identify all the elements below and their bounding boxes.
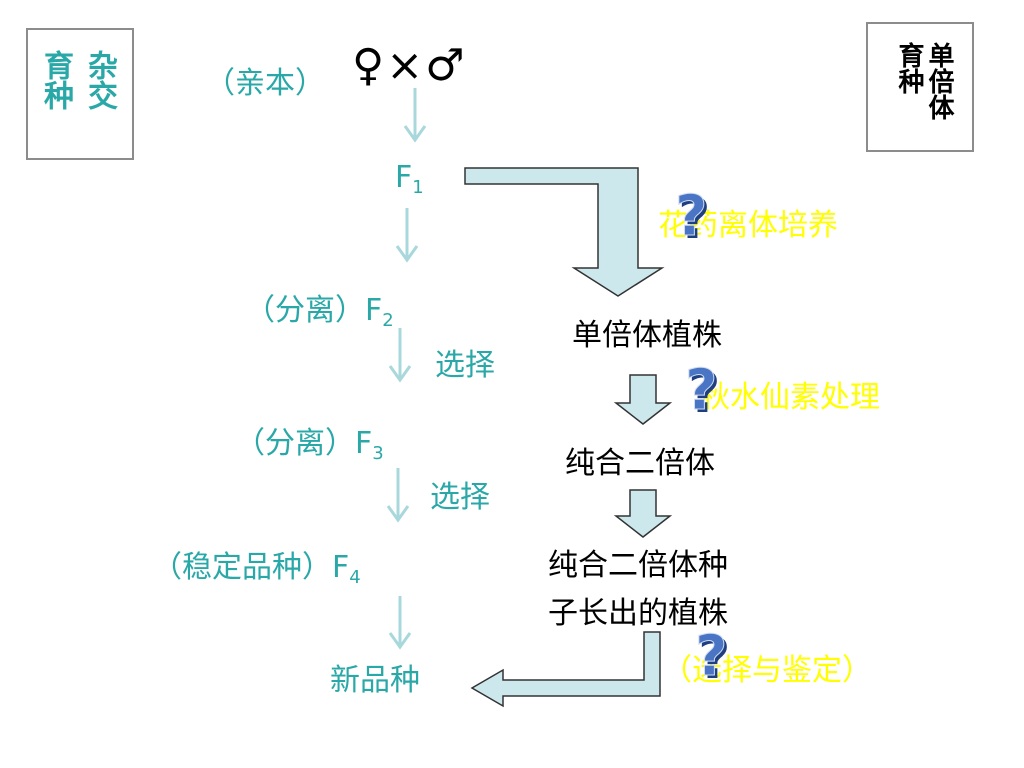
- f2-prefix: （分离）: [245, 293, 365, 328]
- svg-text:?: ?: [675, 188, 707, 244]
- f3-prefix: （分离）: [235, 426, 355, 461]
- block-arrow-haploid-to-diploid: [613, 374, 673, 425]
- thin-arrow-f1-to-f2: [395, 208, 419, 263]
- bent-arrow-seed-to-new-variety: [470, 631, 661, 708]
- cross-breeding-label-b: 杂交: [82, 50, 117, 110]
- haploid-breeding-box: 单倍体 育种: [866, 22, 974, 152]
- parent-label: （亲本）: [205, 66, 325, 101]
- pure-diploid-label: 纯合二倍体: [565, 446, 715, 481]
- haploid-breeding-col-right: 单倍体: [924, 42, 958, 127]
- parent-cross-symbols: ♀×♂: [352, 40, 467, 91]
- f4-subscript: 4: [349, 567, 361, 588]
- thin-arrow-f3-to-f4: [386, 468, 410, 523]
- haploid-plant-label: 单倍体植株: [572, 318, 722, 353]
- f4-letter: F: [332, 550, 350, 585]
- svg-text:?: ?: [698, 628, 730, 684]
- haploid-breeding-col-left: 育种: [880, 42, 924, 115]
- thin-arrow-f2-to-f3: [388, 328, 412, 383]
- f1-letter: F: [395, 160, 413, 195]
- f4-prefix: （稳定品种）: [152, 550, 332, 585]
- haploid-breeding-label-a: 育种: [894, 42, 924, 94]
- svg-text:?: ?: [678, 188, 710, 244]
- generation-f4: （稳定品种）F4: [152, 542, 361, 588]
- question-mark-icon-2: ? ?: [685, 362, 721, 418]
- svg-text:?: ?: [688, 362, 720, 418]
- f2-subscript: 2: [382, 310, 394, 331]
- f3-letter: F: [355, 426, 373, 461]
- block-arrow-diploid-to-seed: [613, 489, 673, 538]
- select-identify-label: （选择与鉴定）: [662, 653, 872, 688]
- cross-breeding-label-a: 育种: [38, 50, 73, 110]
- cross-breeding-box: 杂交 育种: [26, 28, 134, 160]
- anther-culture-label: 花药离体培养: [658, 208, 838, 243]
- seed-plant-line-1: 纯合二倍体种: [548, 548, 728, 583]
- bent-arrow-f1-to-haploid: [464, 167, 665, 297]
- generation-f3: （分离）F3: [235, 418, 384, 464]
- select-label-1: 选择: [435, 348, 495, 383]
- f1-subscript: 1: [412, 177, 424, 198]
- generation-f1: F1: [395, 160, 424, 198]
- f3-subscript: 3: [372, 443, 384, 464]
- seed-plant-line-2: 子长出的植株: [548, 596, 728, 631]
- colchicine-label: 秋水仙素处理: [700, 380, 880, 415]
- thin-arrow-f4-to-new: [388, 596, 412, 650]
- question-mark-icon-1: ? ?: [675, 188, 711, 244]
- thin-arrow-parent-to-f1: [403, 88, 427, 143]
- f2-letter: F: [365, 293, 383, 328]
- svg-text:?: ?: [685, 362, 717, 418]
- new-variety-label: 新品种: [330, 663, 420, 698]
- haploid-breeding-label-b: 单倍体: [924, 42, 954, 120]
- select-label-2: 选择: [430, 480, 490, 515]
- cross-breeding-col-right: 杂交: [82, 50, 117, 118]
- cross-breeding-col-left: 育种: [38, 50, 73, 118]
- question-mark-icon-3: ? ?: [695, 628, 731, 684]
- generation-f2: （分离）F2: [245, 285, 394, 331]
- svg-text:?: ?: [695, 628, 727, 684]
